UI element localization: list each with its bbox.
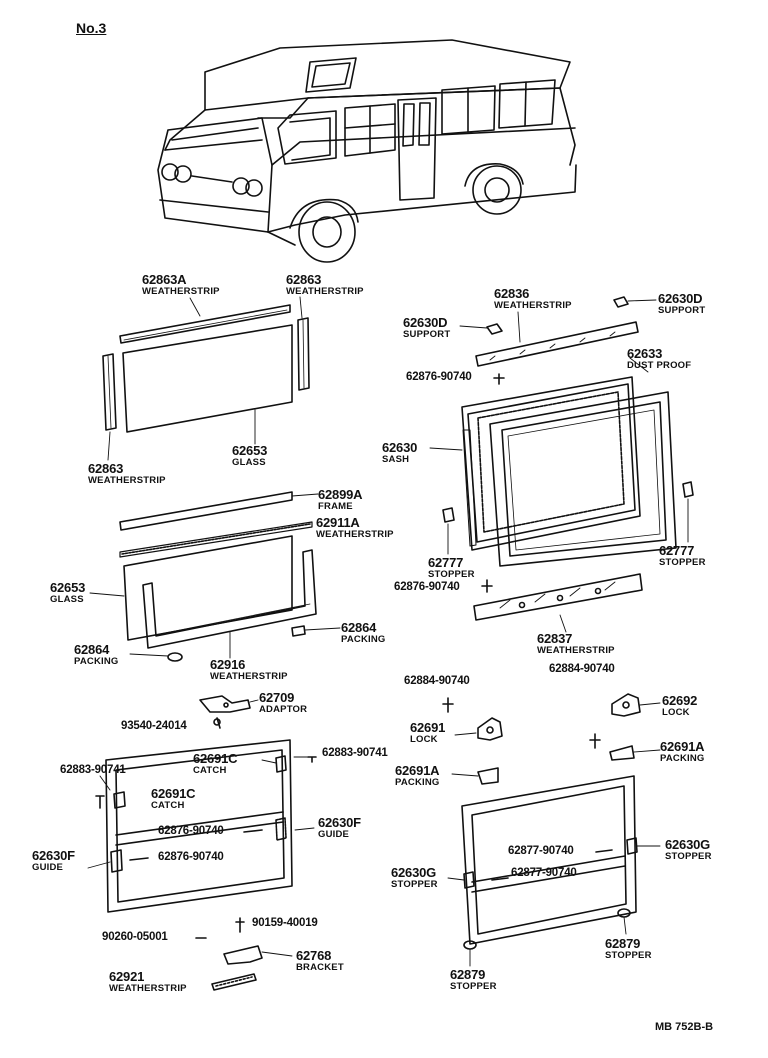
left-lower-frame <box>87 739 317 991</box>
callout-62876-90740-middle: 62876-90740 <box>394 581 460 593</box>
callout-93540-24014: 93540-24014 <box>121 720 187 732</box>
callout-62884-90740-right: 62884-90740 <box>549 663 615 675</box>
right-lower-frame <box>447 775 661 967</box>
right-sash-assembly <box>429 296 694 633</box>
callout-62876-90740-upper: 62876-90740 <box>406 371 472 383</box>
callout-62877-90740-lower: 62877-90740 <box>511 867 577 879</box>
page-title: No.3 <box>76 20 107 36</box>
left-upper-assembly <box>102 296 310 461</box>
lock-hardware <box>442 693 661 785</box>
left-middle-assembly <box>89 491 341 662</box>
callout-62884-90740-left: 62884-90740 <box>404 675 470 687</box>
van-illustration <box>157 39 577 263</box>
catalog-code: MB 752B-B <box>655 1021 714 1033</box>
callout-62876-90740-guide-lower: 62876-90740 <box>158 851 224 863</box>
adaptor-part <box>199 695 259 729</box>
callout-62883-90741-left: 62883-90741 <box>60 764 126 776</box>
callout-90159-40019: 90159-40019 <box>252 917 318 929</box>
callout-90260-05001: 90260-05001 <box>102 931 168 943</box>
callout-62883-90741-right: 62883-90741 <box>322 747 388 759</box>
callout-62877-90740-upper: 62877-90740 <box>508 845 574 857</box>
callout-62876-90740-guide-upper: 62876-90740 <box>158 825 224 837</box>
